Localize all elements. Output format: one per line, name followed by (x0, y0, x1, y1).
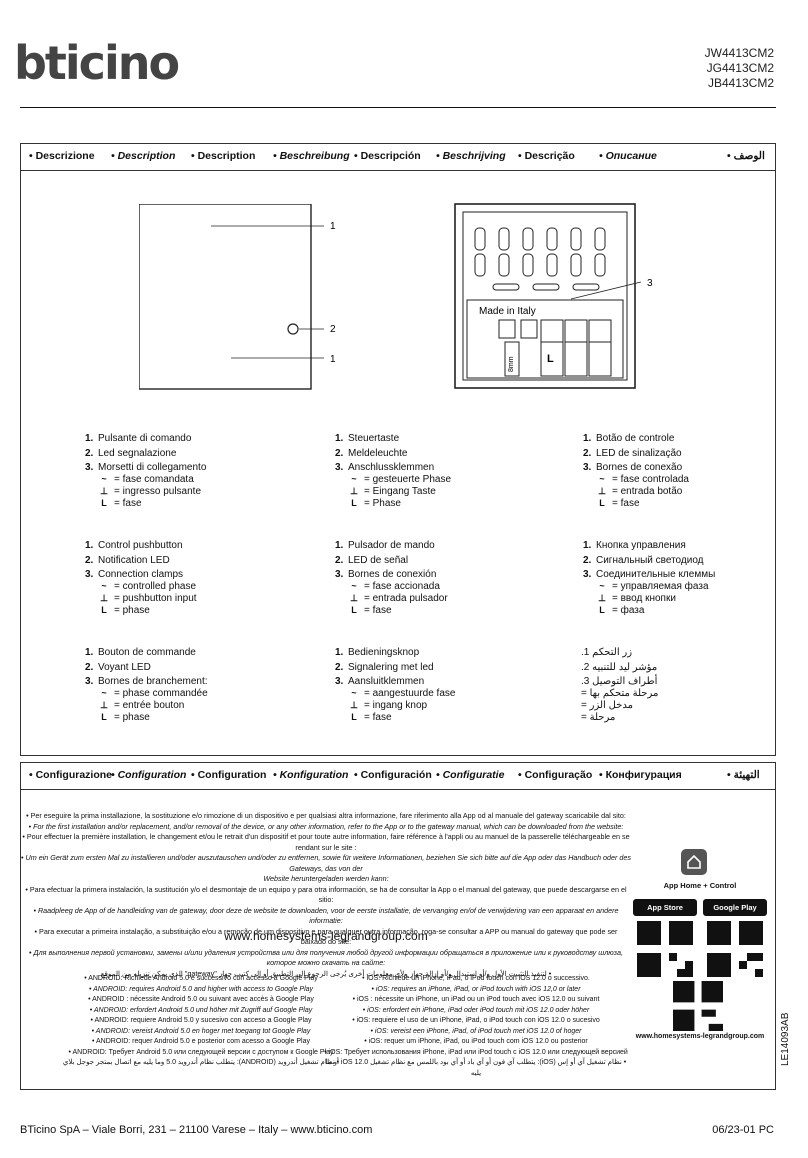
app-website-link[interactable]: www.homesystems-legrandgroup.com (635, 1033, 765, 1040)
google-play-badge[interactable]: Google Play (703, 899, 767, 916)
legend-de: 1.Steuertaste 2.Meldeleuchte 3.Anschluss… (335, 433, 452, 509)
callout-3: 3 (647, 278, 653, 289)
legend-ru: 1.Кнопка управления 2.Сигнальный светоди… (583, 540, 716, 616)
website-qr-icon[interactable] (673, 981, 723, 1031)
description-header: • Descrizione • Description • Descriptio… (29, 150, 765, 162)
home-app-icon[interactable] (681, 849, 707, 875)
callout-1: 1 (330, 221, 336, 232)
legend-es: 1.Pulsador de mando 2.LED de señal 3.Bor… (335, 540, 448, 616)
footer-address: BTicino SpA – Viale Borri, 231 – 21100 V… (20, 1124, 373, 1136)
callout-1b: 1 (330, 354, 336, 365)
legend-fr: 1.Bouton de commande 2.Voyant LED 3.Born… (85, 647, 208, 723)
footer-date: 06/23-01 PC (712, 1124, 774, 1136)
legend-en: 1.Control pushbutton 2.Notification LED … (85, 540, 197, 616)
device-back-diagram: 3 Made in Italy L 8mm (454, 203, 653, 389)
made-in-label: Made in Italy (479, 306, 536, 317)
bticino-logo: bticino (14, 36, 180, 90)
legend-it: 1.Pulsante di comando 2.Led segnalazione… (85, 433, 207, 509)
svg-text:L: L (547, 353, 554, 365)
doc-code: LE14093AB (780, 1012, 791, 1066)
legend-ar: .1 زر التحكم .2 مؤشر ليد للتنبيه .3 أطرا… (581, 647, 659, 723)
app-title: App Home + Control (663, 881, 737, 890)
legend-pt: 1.Botão de controle 2.LED de sinalização… (583, 433, 689, 509)
ios-requirements: • iOS: Richiede un iPhone, iPad, o iPod … (324, 975, 628, 1077)
app-store-qr-icon[interactable] (637, 921, 693, 977)
configuration-header: • Configurazione • Configuration • Confi… (29, 769, 760, 781)
header-divider (20, 107, 776, 108)
legend-nl: 1.Bedieningsknop 2.Signalering met led 3… (335, 647, 456, 723)
google-play-qr-icon[interactable] (707, 921, 763, 977)
android-requirements: • ANDROID: Richiede Android 5.0 e succes… (62, 975, 340, 1066)
app-store-badge[interactable]: App Store (633, 899, 697, 916)
website-link[interactable]: www.homesystems-legrandgroup.com (224, 929, 428, 943)
configuration-instructions: • Per eseguire la prima installazione, l… (21, 811, 631, 978)
configuration-section: • Configurazione • Configuration • Confi… (20, 762, 776, 1090)
svg-text:8mm: 8mm (508, 356, 515, 372)
device-front-diagram: 1 2 1 (139, 204, 336, 390)
callout-2: 2 (330, 324, 336, 335)
description-section: • Descrizione • Description • Descriptio… (20, 143, 776, 756)
product-codes: JW4413CM2 JG4413CM2 JB4413CM2 (704, 46, 774, 90)
